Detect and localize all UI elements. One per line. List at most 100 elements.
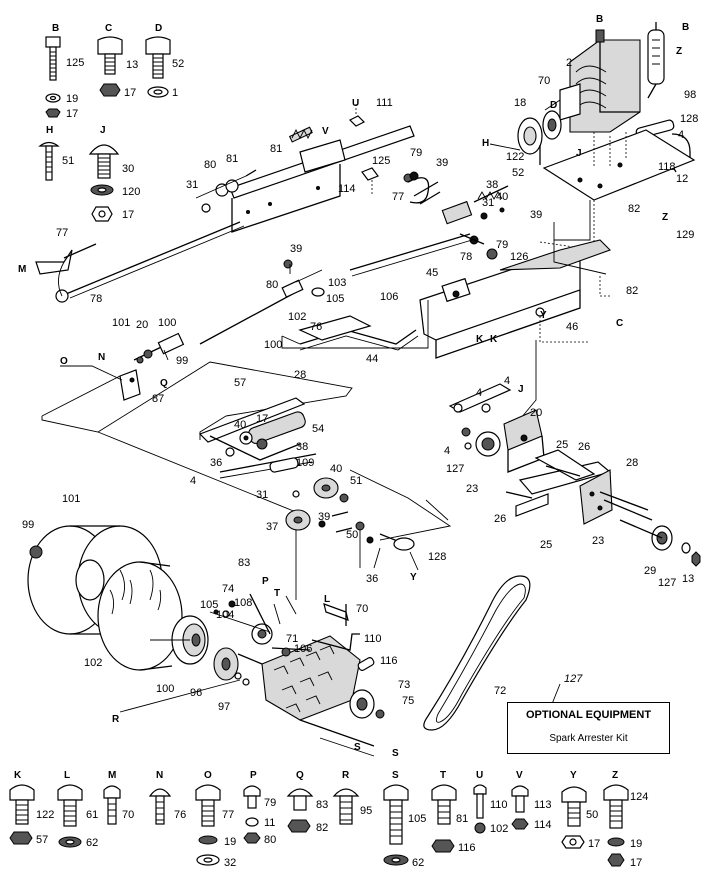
axle-lower: [319, 737, 375, 757]
pin-43c: [318, 520, 326, 528]
hardware-letter: Z: [612, 770, 618, 781]
ref-letter: O: [60, 356, 68, 367]
bolt-head: [473, 784, 487, 795]
bolt-head: [511, 785, 529, 797]
rod-60: [271, 647, 311, 651]
callout: 57: [36, 834, 48, 846]
tire-98: [97, 561, 183, 671]
callout: 20: [136, 319, 148, 331]
bolt-29: [545, 465, 581, 477]
lock-washer: [607, 837, 625, 847]
callout: 126: [510, 251, 528, 263]
callout: 17: [588, 838, 600, 850]
pin-43: [499, 207, 505, 213]
callout: 83: [238, 557, 250, 569]
housing-ribs: [273, 645, 335, 713]
plate-26: [579, 469, 613, 525]
callout: 100: [158, 317, 176, 329]
leader-o2: [60, 365, 123, 381]
ref-letter: R: [112, 714, 120, 725]
bolt-shank: [45, 145, 53, 181]
pulley-hub: [481, 437, 495, 451]
callout: 62: [86, 837, 98, 849]
ref-letter: V: [322, 126, 329, 137]
bracket-28b: [515, 493, 549, 517]
callout: 75: [402, 695, 414, 707]
callout: 110: [490, 799, 508, 811]
nut-64: [375, 709, 385, 719]
hardware-letter: T: [440, 770, 446, 781]
mid-frame-rail: [499, 239, 612, 271]
callout: 28: [626, 457, 638, 469]
callout: 70: [356, 603, 368, 615]
washer-hole: [391, 857, 401, 863]
callout: 19: [224, 836, 236, 848]
bracket-75: [119, 369, 141, 401]
arm-36: [209, 435, 301, 461]
muffler-pipe: [647, 22, 657, 99]
nut-126: [486, 248, 498, 260]
outline-45: [425, 499, 449, 521]
cable-clip: [245, 169, 257, 177]
callout: 80: [204, 159, 216, 171]
bolt-head: [283, 259, 293, 269]
washer-93b: [242, 678, 250, 686]
callout: 70: [538, 75, 550, 87]
hardware-letter: P: [250, 770, 257, 781]
nut-17: [256, 438, 268, 450]
cable-84: [199, 289, 301, 345]
frame-mount: [299, 139, 346, 173]
callout: 122: [506, 151, 524, 163]
bolt-shank: [515, 795, 525, 813]
rear-wheel-assembly: [27, 525, 250, 713]
callout: 99: [176, 355, 188, 367]
frame-bracket: [231, 164, 341, 233]
bracket: [361, 167, 379, 181]
bolt-thread: [50, 51, 56, 77]
bolt-head: [103, 785, 121, 799]
linkage-assembly: [199, 171, 509, 345]
spark-plug-boss: [595, 29, 605, 43]
lever-bracket: [35, 249, 73, 275]
callout: 127: [446, 463, 464, 475]
hardware-letter: S: [392, 770, 399, 781]
bolt-thread: [438, 805, 450, 819]
callout: 50: [586, 809, 598, 821]
leader-p: [209, 611, 271, 633]
lever-78: [249, 593, 271, 635]
callout: 125: [372, 155, 390, 167]
shaft-31: [619, 519, 663, 539]
callout: 32: [224, 857, 236, 869]
bolt-head: [45, 36, 61, 48]
callout: 81: [226, 153, 238, 165]
callout: 19: [630, 838, 642, 850]
bracket-hole: [520, 434, 528, 442]
engine-bolt-leaders: [593, 132, 627, 168]
callout: 77: [56, 227, 68, 239]
plate-hole: [577, 177, 583, 183]
callout: 101: [112, 317, 130, 329]
callout: 25: [540, 539, 552, 551]
callout: 31: [256, 489, 268, 501]
washer-hole: [243, 435, 249, 441]
plate-58: [298, 315, 372, 341]
bolt-head: [38, 141, 60, 147]
axle-left: [237, 653, 263, 665]
clip-40: [366, 536, 374, 544]
bolt-thread: [98, 157, 110, 175]
hardware-b: B 125 19 17: [45, 23, 84, 120]
spring-coils: [291, 128, 313, 140]
callout: 102: [84, 657, 102, 669]
pin-32: [480, 212, 488, 220]
callout: 17: [630, 857, 642, 869]
nut-17c: [461, 427, 471, 437]
bolt-shank: [247, 795, 257, 809]
callout: 76: [174, 809, 186, 821]
ref-letter: Y: [540, 310, 547, 321]
callout: 31: [482, 197, 494, 209]
callout: 80: [266, 279, 278, 291]
idler-arm-assembly: [198, 397, 419, 571]
leader-y: [409, 551, 419, 571]
callout: 26: [578, 441, 590, 453]
spring-coils: [477, 191, 503, 200]
